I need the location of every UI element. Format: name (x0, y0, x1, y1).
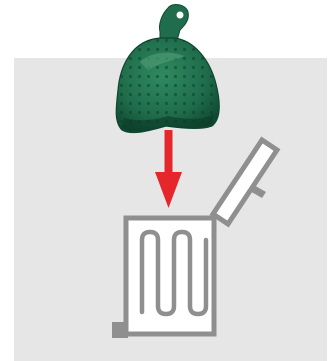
arrow-shaft (165, 130, 173, 178)
tank-foot (112, 322, 128, 338)
tank-body (126, 218, 214, 334)
dental-impression-tray-icon (116, 5, 219, 133)
tray-handle-hole (177, 12, 184, 19)
